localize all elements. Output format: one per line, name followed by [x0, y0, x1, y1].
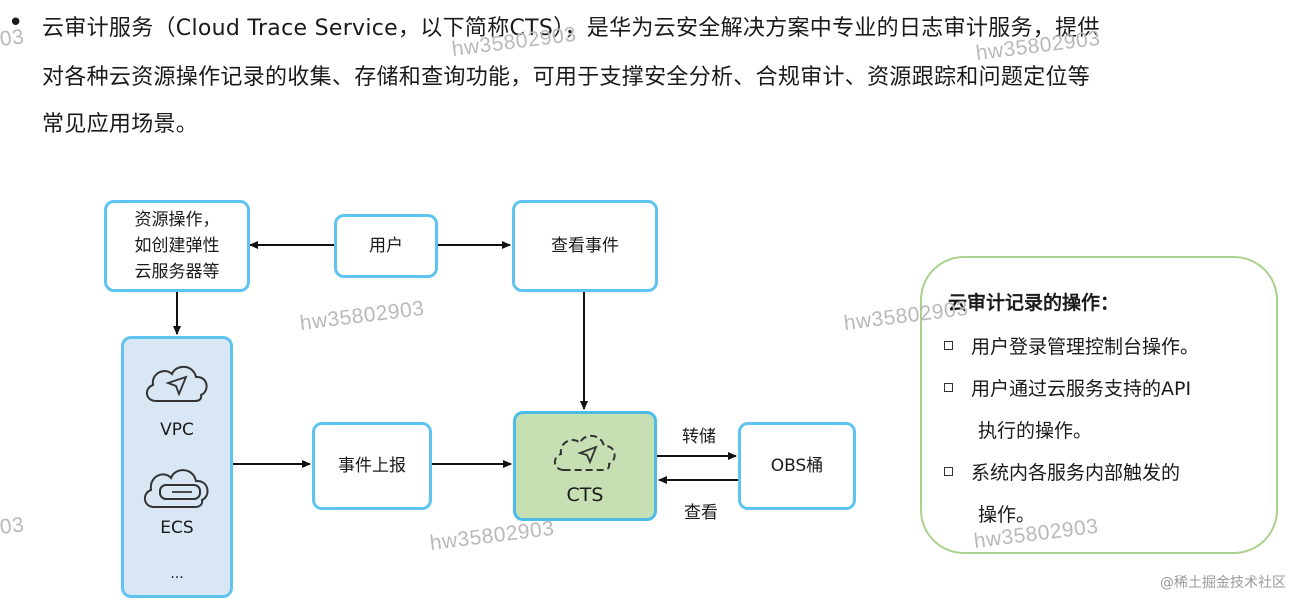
event-report-box: 事件上报	[312, 422, 432, 510]
user-label: 用户	[369, 236, 403, 256]
resource-line-2: 如创建弹性	[134, 236, 220, 256]
dump-arrow-label: 转储	[682, 427, 716, 447]
panel-item-3-text-1: 系统内各服务内部触发的	[971, 462, 1181, 484]
square-bullet-icon	[944, 467, 953, 476]
panel-title: 云审计记录的操作：	[948, 292, 1120, 314]
intro-paragraph: • 云审计服务（Cloud Trace Service，以下简称CTS），是华为…	[0, 0, 1302, 150]
intro-line-2: 对各种云资源操作记录的收集、存储和查询功能，可用于支撑安全分析、合规审计、资源跟…	[42, 65, 1091, 90]
panel-item-2: 用户通过云服务支持的API 执行的操作。	[944, 368, 1191, 452]
bullet-dot: •	[8, 8, 24, 38]
cts-box: CTS	[513, 411, 657, 521]
resource-line-3: 云服务器等	[134, 262, 220, 282]
services-column: VPC ECS ...	[121, 336, 233, 598]
resource-operation-box: 资源操作， 如创建弹性 云服务器等	[104, 200, 250, 292]
panel-item-2-text-2: 执行的操作。	[978, 420, 1093, 442]
panel-item-1: 用户登录管理控制台操作。	[944, 326, 1199, 368]
ecs-cloud-icon	[144, 469, 209, 508]
resource-line-1: 资源操作，	[134, 210, 220, 230]
cts-label: CTS	[566, 484, 604, 506]
ecs-label: ECS	[160, 518, 194, 538]
obs-label: OBS桶	[770, 456, 824, 476]
event-report-label: 事件上报	[338, 456, 406, 476]
obs-bucket-box: OBS桶	[738, 422, 856, 510]
view-event-label: 查看事件	[551, 236, 619, 256]
square-bullet-icon	[944, 341, 953, 350]
user-box: 用户	[334, 214, 438, 278]
vpc-label: VPC	[160, 420, 194, 440]
watermark: 03	[0, 25, 26, 51]
vpc-cloud-icon	[146, 365, 208, 402]
panel-item-1-text: 用户登录管理控制台操作。	[971, 336, 1200, 358]
panel-item-2-text-1: 用户通过云服务支持的API	[971, 378, 1192, 400]
view-arrow-label: 查看	[684, 503, 718, 523]
panel-item-3: 系统内各服务内部触发的 操作。	[944, 452, 1180, 536]
intro-line-1: 云审计服务（Cloud Trace Service，以下简称CTS），是华为云安…	[42, 16, 1100, 41]
audit-operations-panel: 云审计记录的操作： 用户登录管理控制台操作。 用户通过云服务支持的API 执行的…	[920, 256, 1278, 554]
watermark: 03	[0, 513, 26, 539]
cts-cloud-icon	[554, 434, 616, 471]
panel-item-3-text-2: 操作。	[978, 504, 1036, 526]
view-event-box: 查看事件	[512, 200, 658, 292]
square-bullet-icon	[944, 383, 953, 392]
intro-line-3: 常见应用场景。	[42, 112, 199, 137]
footer-watermark: @稀土掘金技术社区	[1160, 575, 1286, 591]
more-services-ellipsis: ...	[170, 566, 184, 582]
